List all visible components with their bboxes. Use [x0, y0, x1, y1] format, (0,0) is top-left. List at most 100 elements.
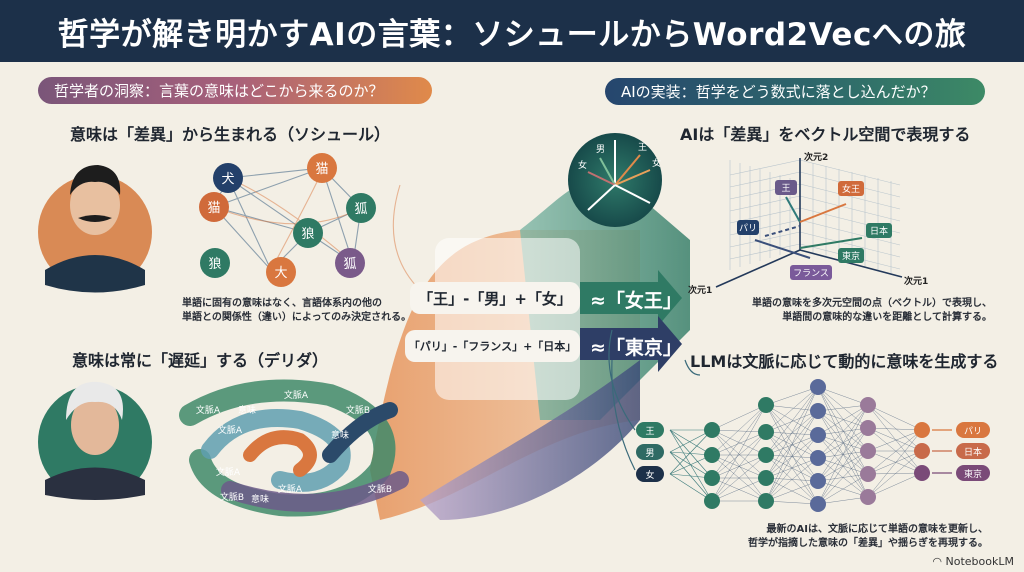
vector-space [729, 159, 901, 275]
network-node-label: 大 [274, 266, 287, 281]
swirl-label: 文脈A [284, 389, 309, 401]
swirl-label: 文脈A [218, 424, 243, 436]
nn-node [758, 493, 774, 509]
caption-line: 単語間の意味的な違いを距離として計算する。 [782, 312, 992, 323]
nn-output-bg [956, 465, 990, 481]
swirl-label: 意味 [251, 493, 269, 505]
page-title: 哲学が解き明かすAIの言葉：ソシュールからWord2Vecへの旅 [57, 16, 967, 53]
nn-node [704, 470, 720, 486]
caption-line: 単語の意味を多次元空間の点（ベクトル）で表現し、 [752, 298, 992, 309]
nn-output-label: パリ [964, 426, 982, 437]
network-node [266, 257, 296, 287]
nn-node [758, 424, 774, 440]
network-node-label: 狐 [343, 257, 356, 272]
nn-node [860, 443, 876, 459]
nn-node [914, 422, 930, 438]
vector-label: 日本 [870, 225, 888, 237]
nn-node [810, 473, 826, 489]
equation-1-result: ≈「女王」 [590, 290, 682, 312]
derrida-heading: 意味は常に「遅延」する（デリダ） [72, 351, 329, 370]
vector-label-bg [838, 248, 864, 263]
brand-label: NotebookLM [945, 555, 1014, 568]
circle-label: 男 [596, 144, 605, 155]
nn-input-bg [636, 422, 664, 438]
nn-node [810, 496, 826, 512]
section-pill-philosophy: 哲学者の洞察：言葉の意味はどこから来るのか？ [38, 77, 432, 104]
nn-output-label: 日本 [964, 446, 982, 458]
nn-node [860, 466, 876, 482]
vector-axes [715, 158, 903, 288]
nn-node [758, 470, 774, 486]
caption-line: 哲学が指摘した意味の「差異」や揺らぎを再現する。 [748, 538, 988, 549]
swirl-label: 意味 [331, 429, 349, 441]
network-node-label: 猫 [207, 201, 220, 216]
derrida-portrait [38, 381, 152, 500]
circle-label: 女 [652, 157, 661, 169]
equation-2-result: ≈「東京」 [590, 337, 682, 359]
llm-caption: 最新のAIは、文脈に応じて単語の意味を更新し、哲学が指摘した意味の「差異」や揺ら… [748, 523, 988, 551]
saussure-caption: 単語に固有の意味はなく、言語体系内の他の単語との関係性（違い）によってのみ決定さ… [182, 297, 411, 325]
nn-node [810, 379, 826, 395]
nn-input-label: 女 [645, 469, 654, 481]
network-node [200, 248, 230, 278]
circle-label: 女 [578, 159, 587, 171]
vector-heading: AIは「差異」をベクトル空間で表現する [680, 125, 971, 144]
saussure-network [213, 166, 421, 291]
equation-1-left: 「王」-「男」+「女」 [410, 282, 580, 314]
nn-node [810, 403, 826, 419]
network-node-label: 狼 [208, 257, 221, 272]
center-panel [435, 238, 580, 400]
vector-label: 王 [781, 183, 790, 194]
nn-node [914, 443, 930, 459]
caption-line: 単語との関係性（違い）によってのみ決定される。 [182, 312, 412, 323]
arrow-eq1 [580, 270, 682, 326]
flow-purple [420, 360, 640, 520]
vector-label: 東京 [842, 250, 860, 262]
saussure-portrait [38, 165, 152, 293]
nn-input-bg [636, 466, 664, 482]
swirl-label: 意味 [238, 404, 256, 416]
swirl-label: 文脈A [278, 483, 303, 495]
circle-label: 王 [638, 142, 647, 153]
vector-label-bg [775, 180, 797, 195]
axis-label-dim2: 次元2 [804, 151, 828, 163]
nn-output-label: 東京 [964, 468, 982, 480]
vector-label-bg [790, 265, 832, 280]
swirl-label: 文脈B [346, 404, 370, 416]
nn-node [758, 397, 774, 413]
axis-label-dim1b: 次元1 [688, 284, 712, 296]
neural-network: 王 パリ男 日本女 東京 [636, 379, 990, 512]
vector-label: パリ [739, 223, 757, 234]
saussure-heading: 意味は「差異」から生まれる（ソシュール） [70, 125, 391, 144]
vector-label-bg [838, 181, 864, 196]
network-node [213, 163, 243, 193]
notebooklm-logo-icon: ◠ [932, 555, 946, 568]
network-node [293, 218, 323, 248]
nn-input-label: 王 [645, 426, 654, 437]
network-node-label: 狼 [301, 227, 314, 242]
llm-heading: LLMは文脈に応じて動的に意味を生成する [690, 352, 999, 371]
network-node [335, 248, 365, 278]
nn-node [860, 420, 876, 436]
caption-line: 最新のAIは、文脈に応じて単語の意味を更新し、 [766, 524, 988, 535]
network-node [346, 193, 376, 223]
nn-input-label: 男 [645, 448, 654, 459]
nn-output-bg [956, 443, 990, 459]
nn-node [914, 465, 930, 481]
nn-node [810, 427, 826, 443]
brand-notebooklm: ◠ NotebookLM [932, 555, 1014, 568]
vector-label-bg [866, 223, 892, 238]
vector-label: フランス [793, 268, 829, 279]
nn-node [704, 447, 720, 463]
nn-node [704, 422, 720, 438]
nn-output-bg [956, 422, 990, 438]
swirl-label: 文脈A [216, 466, 241, 478]
network-node-label: 狐 [354, 202, 367, 217]
derrida-swirl [179, 379, 409, 517]
header: 哲学が解き明かすAIの言葉：ソシュールからWord2Vecへの旅 [0, 0, 1024, 62]
nn-node [758, 447, 774, 463]
equation-2-left: 「パリ」-「フランス」+「日本」 [405, 330, 580, 362]
network-node-label: 犬 [221, 172, 234, 187]
swirl-label: 文脈A [196, 404, 221, 416]
